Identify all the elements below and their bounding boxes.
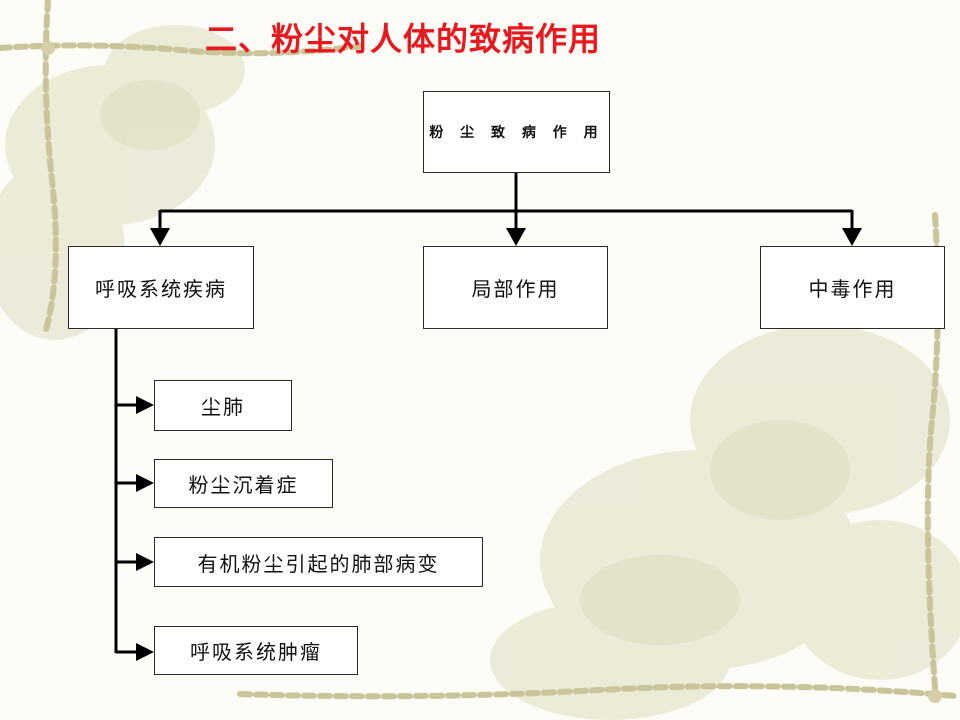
- arrowhead-child-3: [136, 553, 154, 571]
- node-root-dust-pathogenic-effects: 粉 尘 致 病 作 用: [423, 91, 610, 173]
- node-toxic-effects: 中毒作用: [760, 246, 945, 329]
- arrowhead-child-1: [136, 396, 154, 414]
- arrowhead-respiratory: [150, 228, 170, 246]
- arrowhead-child-4: [136, 643, 154, 661]
- arrowhead-local: [506, 228, 526, 246]
- slide-title: 二、粉尘对人体的致病作用: [205, 20, 602, 58]
- node-local-effects: 局部作用: [423, 246, 608, 329]
- arrowhead-toxic: [842, 228, 862, 246]
- node-pneumoconiosis: 尘肺: [154, 380, 292, 431]
- node-respiratory-diseases: 呼吸系统疾病: [68, 246, 254, 329]
- node-dust-deposition: 粉尘沉着症: [154, 459, 333, 508]
- node-organic-dust-lung-lesions: 有机粉尘引起的肺部病变: [154, 537, 483, 587]
- arrowhead-child-2: [136, 474, 154, 492]
- node-respiratory-tumors: 呼吸系统肿瘤: [154, 626, 358, 675]
